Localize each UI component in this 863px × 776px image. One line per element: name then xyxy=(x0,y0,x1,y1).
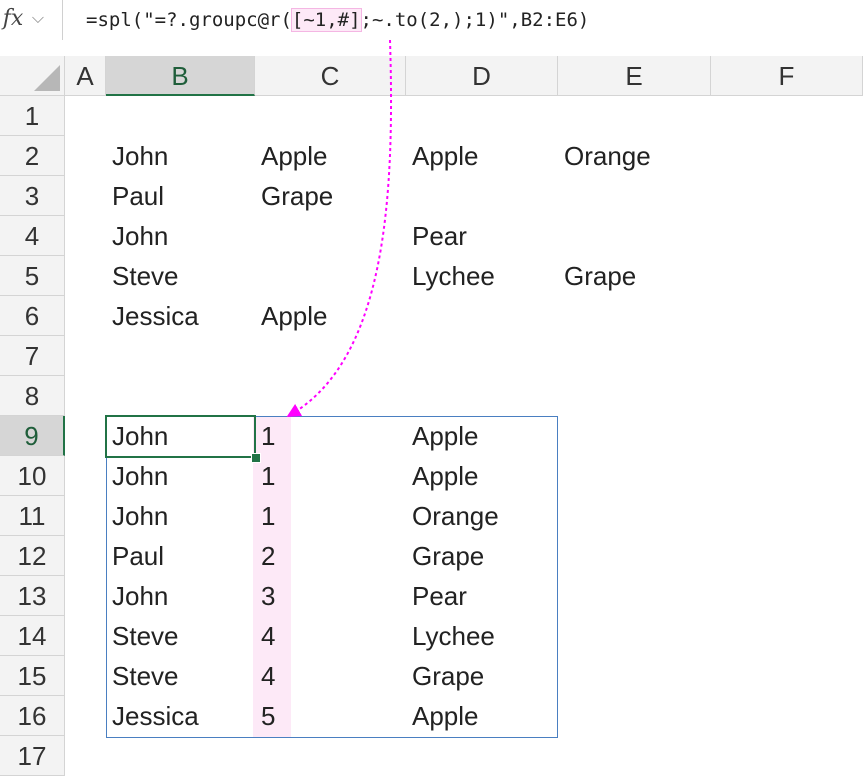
row-header-4[interactable]: 4 xyxy=(0,216,65,256)
cell-d11[interactable]: Orange xyxy=(412,501,499,531)
cell-b16[interactable]: Jessica xyxy=(112,701,199,731)
highlight-band xyxy=(253,416,291,738)
cell-d4[interactable]: Pear xyxy=(412,221,467,251)
cell-d15[interactable]: Grape xyxy=(412,661,485,691)
row-header-1[interactable]: 1 xyxy=(0,96,65,136)
cell-e5[interactable]: Grape xyxy=(564,261,637,291)
cell-c2[interactable]: Apple xyxy=(261,141,328,171)
formula-part-start: =spl("=?.groupc@r( xyxy=(86,9,292,31)
formula-part-end: ;~.to(2,);1)",B2:E6) xyxy=(360,9,590,31)
cell-grid[interactable] xyxy=(65,96,863,773)
cell-d6[interactable] xyxy=(406,296,412,336)
formula-text[interactable]: =spl("=?.groupc@r([~1,#];~.to(2,);1)",B2… xyxy=(86,3,589,37)
chevron-down-icon[interactable]: ⌵ xyxy=(31,10,45,27)
fill-handle[interactable] xyxy=(251,453,261,463)
column-header-a[interactable]: A xyxy=(65,56,106,96)
cell-e2[interactable]: Orange xyxy=(564,141,651,171)
cell-d14[interactable]: Lychee xyxy=(412,621,495,651)
row-header-5[interactable]: 5 xyxy=(0,256,65,296)
row-header-16[interactable]: 16 xyxy=(0,696,65,736)
select-all-corner[interactable] xyxy=(0,56,65,96)
cell-b12[interactable]: Paul xyxy=(112,541,165,571)
formula-bar-gap xyxy=(0,44,863,56)
cell-b10[interactable]: John xyxy=(112,461,169,491)
row-header-17[interactable]: 17 xyxy=(0,736,65,776)
cell-d12[interactable]: Grape xyxy=(412,541,485,571)
cell-c10[interactable]: 1 xyxy=(261,461,276,491)
cell-c5[interactable] xyxy=(255,256,261,296)
column-header-e[interactable]: E xyxy=(558,56,711,96)
cell-c12[interactable]: 2 xyxy=(261,541,276,571)
cell-d13[interactable]: Pear xyxy=(412,581,467,611)
cell-d9[interactable]: Apple xyxy=(412,421,479,451)
cell-d10[interactable]: Apple xyxy=(412,461,479,491)
cell-e6[interactable] xyxy=(558,296,564,336)
cell-b9[interactable]: John xyxy=(112,421,169,451)
cell-b5[interactable]: Steve xyxy=(112,261,179,291)
row-header-12[interactable]: 12 xyxy=(0,536,65,576)
column-header-f[interactable]: F xyxy=(711,56,863,96)
cell-b11[interactable]: John xyxy=(112,501,169,531)
formula-highlight: [~1,#] xyxy=(290,8,362,32)
row-header-6[interactable]: 6 xyxy=(0,296,65,336)
cell-c16[interactable]: 5 xyxy=(261,701,276,731)
cell-b13[interactable]: John xyxy=(112,581,169,611)
cell-c13[interactable]: 3 xyxy=(261,581,276,611)
cell-d16[interactable]: Apple xyxy=(412,701,479,731)
row-header-2[interactable]: 2 xyxy=(0,136,65,176)
cell-b2[interactable]: John xyxy=(112,141,169,171)
row-header-8[interactable]: 8 xyxy=(0,376,65,416)
row-header-7[interactable]: 7 xyxy=(0,336,65,376)
cell-d2[interactable]: Apple xyxy=(412,141,479,171)
column-header-c[interactable]: C xyxy=(255,56,406,96)
cell-c15[interactable]: 4 xyxy=(261,661,276,691)
row-header-10[interactable]: 10 xyxy=(0,456,65,496)
cell-b15[interactable]: Steve xyxy=(112,661,179,691)
row-header-15[interactable]: 15 xyxy=(0,656,65,696)
cell-b6[interactable]: Jessica xyxy=(112,301,199,331)
cell-e3[interactable] xyxy=(558,176,564,216)
cell-c14[interactable]: 4 xyxy=(261,621,276,651)
function-icon[interactable]: fx xyxy=(2,6,24,31)
result-range xyxy=(106,416,558,738)
formula-bar: fx ⌵ =spl("=?.groupc@r([~1,#];~.to(2,);1… xyxy=(0,0,863,44)
row-header-9[interactable]: 9 xyxy=(0,416,65,456)
select-all-triangle-icon xyxy=(34,65,60,91)
cell-b14[interactable]: Steve xyxy=(112,621,179,651)
column-header-b[interactable]: B xyxy=(106,56,255,96)
row-header-14[interactable]: 14 xyxy=(0,616,65,656)
cell-d3[interactable] xyxy=(406,176,412,216)
cell-d5[interactable]: Lychee xyxy=(412,261,495,291)
column-header-d[interactable]: D xyxy=(406,56,558,96)
cell-c9[interactable]: 1 xyxy=(261,421,276,451)
cell-e4[interactable] xyxy=(558,216,564,256)
cell-c4[interactable] xyxy=(255,216,261,256)
formula-bar-divider xyxy=(62,0,63,40)
cell-c6[interactable]: Apple xyxy=(261,301,328,331)
row-header-3[interactable]: 3 xyxy=(0,176,65,216)
formula-input[interactable]: =spl("=?.groupc@r([~1,#];~.to(2,);1)",B2… xyxy=(66,0,863,40)
row-header-13[interactable]: 13 xyxy=(0,576,65,616)
cell-b4[interactable]: John xyxy=(112,221,169,251)
active-cell-B9[interactable] xyxy=(105,415,256,458)
row-header-11[interactable]: 11 xyxy=(0,496,65,536)
cell-b3[interactable]: Paul xyxy=(112,181,165,211)
cell-c11[interactable]: 1 xyxy=(261,501,276,531)
cell-c3[interactable]: Grape xyxy=(261,181,334,211)
